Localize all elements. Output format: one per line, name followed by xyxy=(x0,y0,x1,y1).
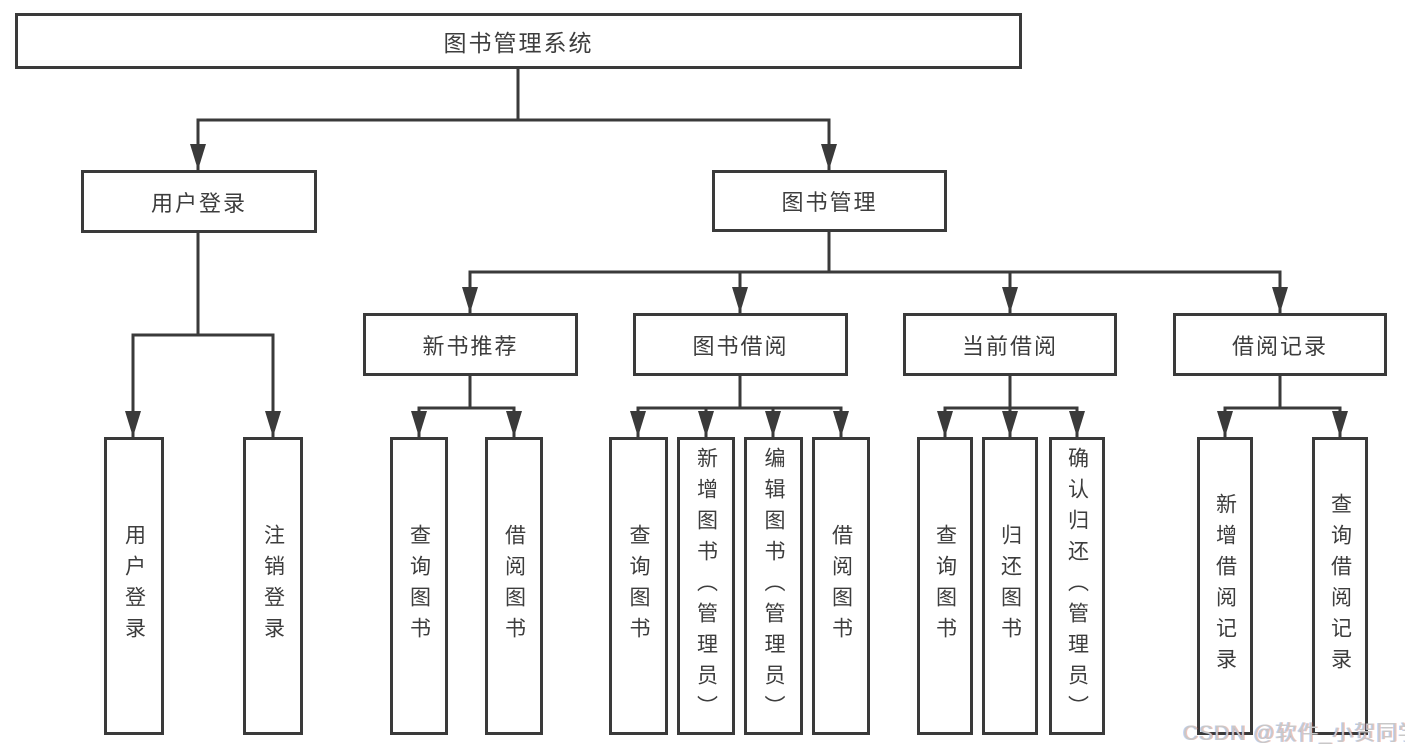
node-book-management-label: 图书管理 xyxy=(781,190,878,215)
node-current-borrow-label: 当前借阅 xyxy=(961,333,1058,359)
node-root-label: 图书管理系统 xyxy=(443,30,594,56)
leaf-query-books-borrow-label: 查询图书 xyxy=(627,524,650,648)
leaf-query-books-recommend: 查询图书 xyxy=(390,437,448,735)
node-user-login-label: 用户登录 xyxy=(150,190,247,216)
leaf-add-books-admin: 新增图书（管理员） xyxy=(677,437,735,735)
leaf-query-books-current-label: 查询图书 xyxy=(933,524,957,648)
node-root: 图书管理系统 xyxy=(15,13,1022,69)
leaf-borrow-books-recommend-label: 借阅图书 xyxy=(502,524,526,648)
node-book-borrow: 图书借阅 xyxy=(633,313,848,376)
node-borrow-records: 借阅记录 xyxy=(1173,313,1387,376)
leaf-add-books-admin-label: 新增图书（管理员） xyxy=(694,446,718,726)
node-current-borrow: 当前借阅 xyxy=(903,313,1117,376)
leaf-query-borrow-record-label: 查询借阅记录 xyxy=(1328,493,1352,679)
leaf-return-books-label: 归还图书 xyxy=(998,524,1022,648)
csdn-watermark: CSDN @软件_小贺同学 xyxy=(1183,722,1405,745)
leaf-query-books-recommend-label: 查询图书 xyxy=(407,524,431,648)
connector-paths xyxy=(131,68,1342,437)
leaf-query-books-borrow: 查询图书 xyxy=(609,437,668,735)
leaf-query-books-current: 查询图书 xyxy=(917,437,973,735)
leaf-add-borrow-record-label: 新增借阅记录 xyxy=(1213,493,1237,679)
leaf-user-login: 用户登录 xyxy=(104,437,164,735)
leaf-query-borrow-record: 查询借阅记录 xyxy=(1312,437,1368,735)
leaf-confirm-return-admin-label: 确认归还（管理员） xyxy=(1065,446,1089,726)
node-book-borrow-label: 图书借阅 xyxy=(692,333,789,359)
leaf-logout: 注销登录 xyxy=(243,437,303,735)
node-book-management: 图书管理 xyxy=(712,170,947,232)
leaf-user-login-label: 用户登录 xyxy=(122,524,146,648)
node-new-book-recommend-label: 新书推荐 xyxy=(422,333,519,359)
leaf-borrow-books: 借阅图书 xyxy=(812,437,870,735)
arrowheads xyxy=(125,144,1348,437)
leaf-edit-books-admin: 编辑图书（管理员） xyxy=(744,437,803,735)
leaf-edit-books-admin-label: 编辑图书（管理员） xyxy=(762,446,785,726)
node-new-book-recommend: 新书推荐 xyxy=(363,313,578,376)
leaf-logout-label: 注销登录 xyxy=(261,524,285,648)
node-user-login: 用户登录 xyxy=(81,170,317,233)
leaf-confirm-return-admin: 确认归还（管理员） xyxy=(1049,437,1105,735)
node-borrow-records-label: 借阅记录 xyxy=(1231,333,1328,359)
leaf-borrow-books-label: 借阅图书 xyxy=(829,524,853,648)
leaf-return-books: 归还图书 xyxy=(982,437,1038,735)
leaf-add-borrow-record: 新增借阅记录 xyxy=(1197,437,1253,735)
leaf-borrow-books-recommend: 借阅图书 xyxy=(485,437,543,735)
